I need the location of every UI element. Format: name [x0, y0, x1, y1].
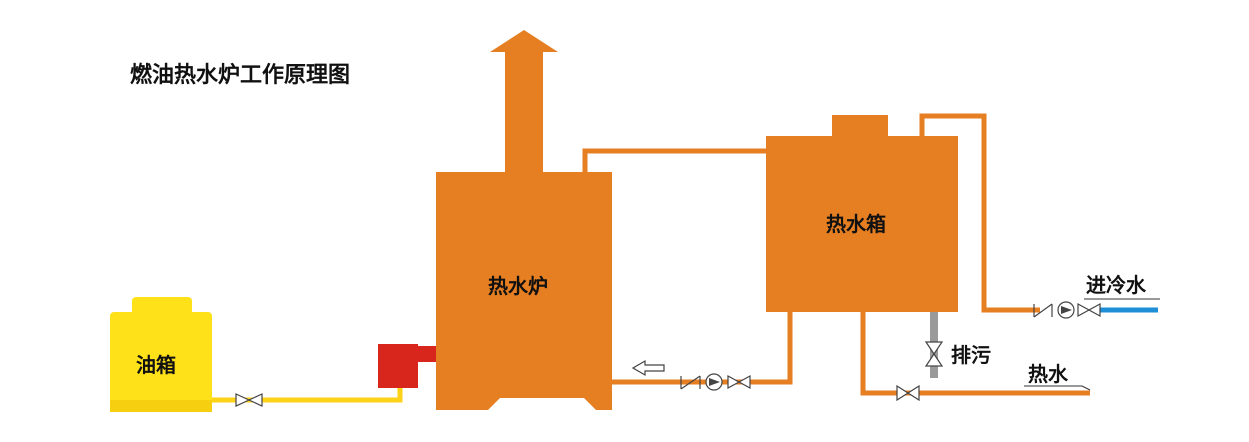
oil-tank	[110, 297, 212, 412]
return-gate-valve	[727, 374, 751, 390]
oil-valve	[235, 393, 263, 407]
burner	[378, 344, 436, 388]
hot-water-tank	[766, 115, 958, 312]
hot-water-out-underline	[1024, 385, 1091, 391]
water-pipes	[582, 113, 1090, 396]
chimney-arrow	[490, 30, 558, 172]
drain-valve	[924, 341, 944, 367]
drain-label: 排污	[951, 343, 991, 367]
inlet-gate-valve	[1077, 302, 1101, 318]
inlet-check-valve	[1033, 303, 1053, 318]
flow-direction-arrow	[631, 359, 665, 377]
outlet-valve	[896, 384, 920, 402]
return-pump	[705, 373, 723, 391]
return-check-valve	[680, 375, 701, 390]
diagram-title: 燃油热水炉工作原理图	[130, 62, 350, 88]
boiler	[436, 172, 612, 410]
inlet-pump	[1057, 301, 1075, 319]
hot-water-out-label: 热水	[1028, 362, 1069, 386]
boiler-label: 热水炉	[488, 274, 548, 298]
hot-water-tank-label: 热水箱	[826, 212, 886, 236]
cold-water-in-label: 进冷水	[1086, 273, 1147, 297]
oil-tank-label: 油箱	[136, 353, 176, 377]
